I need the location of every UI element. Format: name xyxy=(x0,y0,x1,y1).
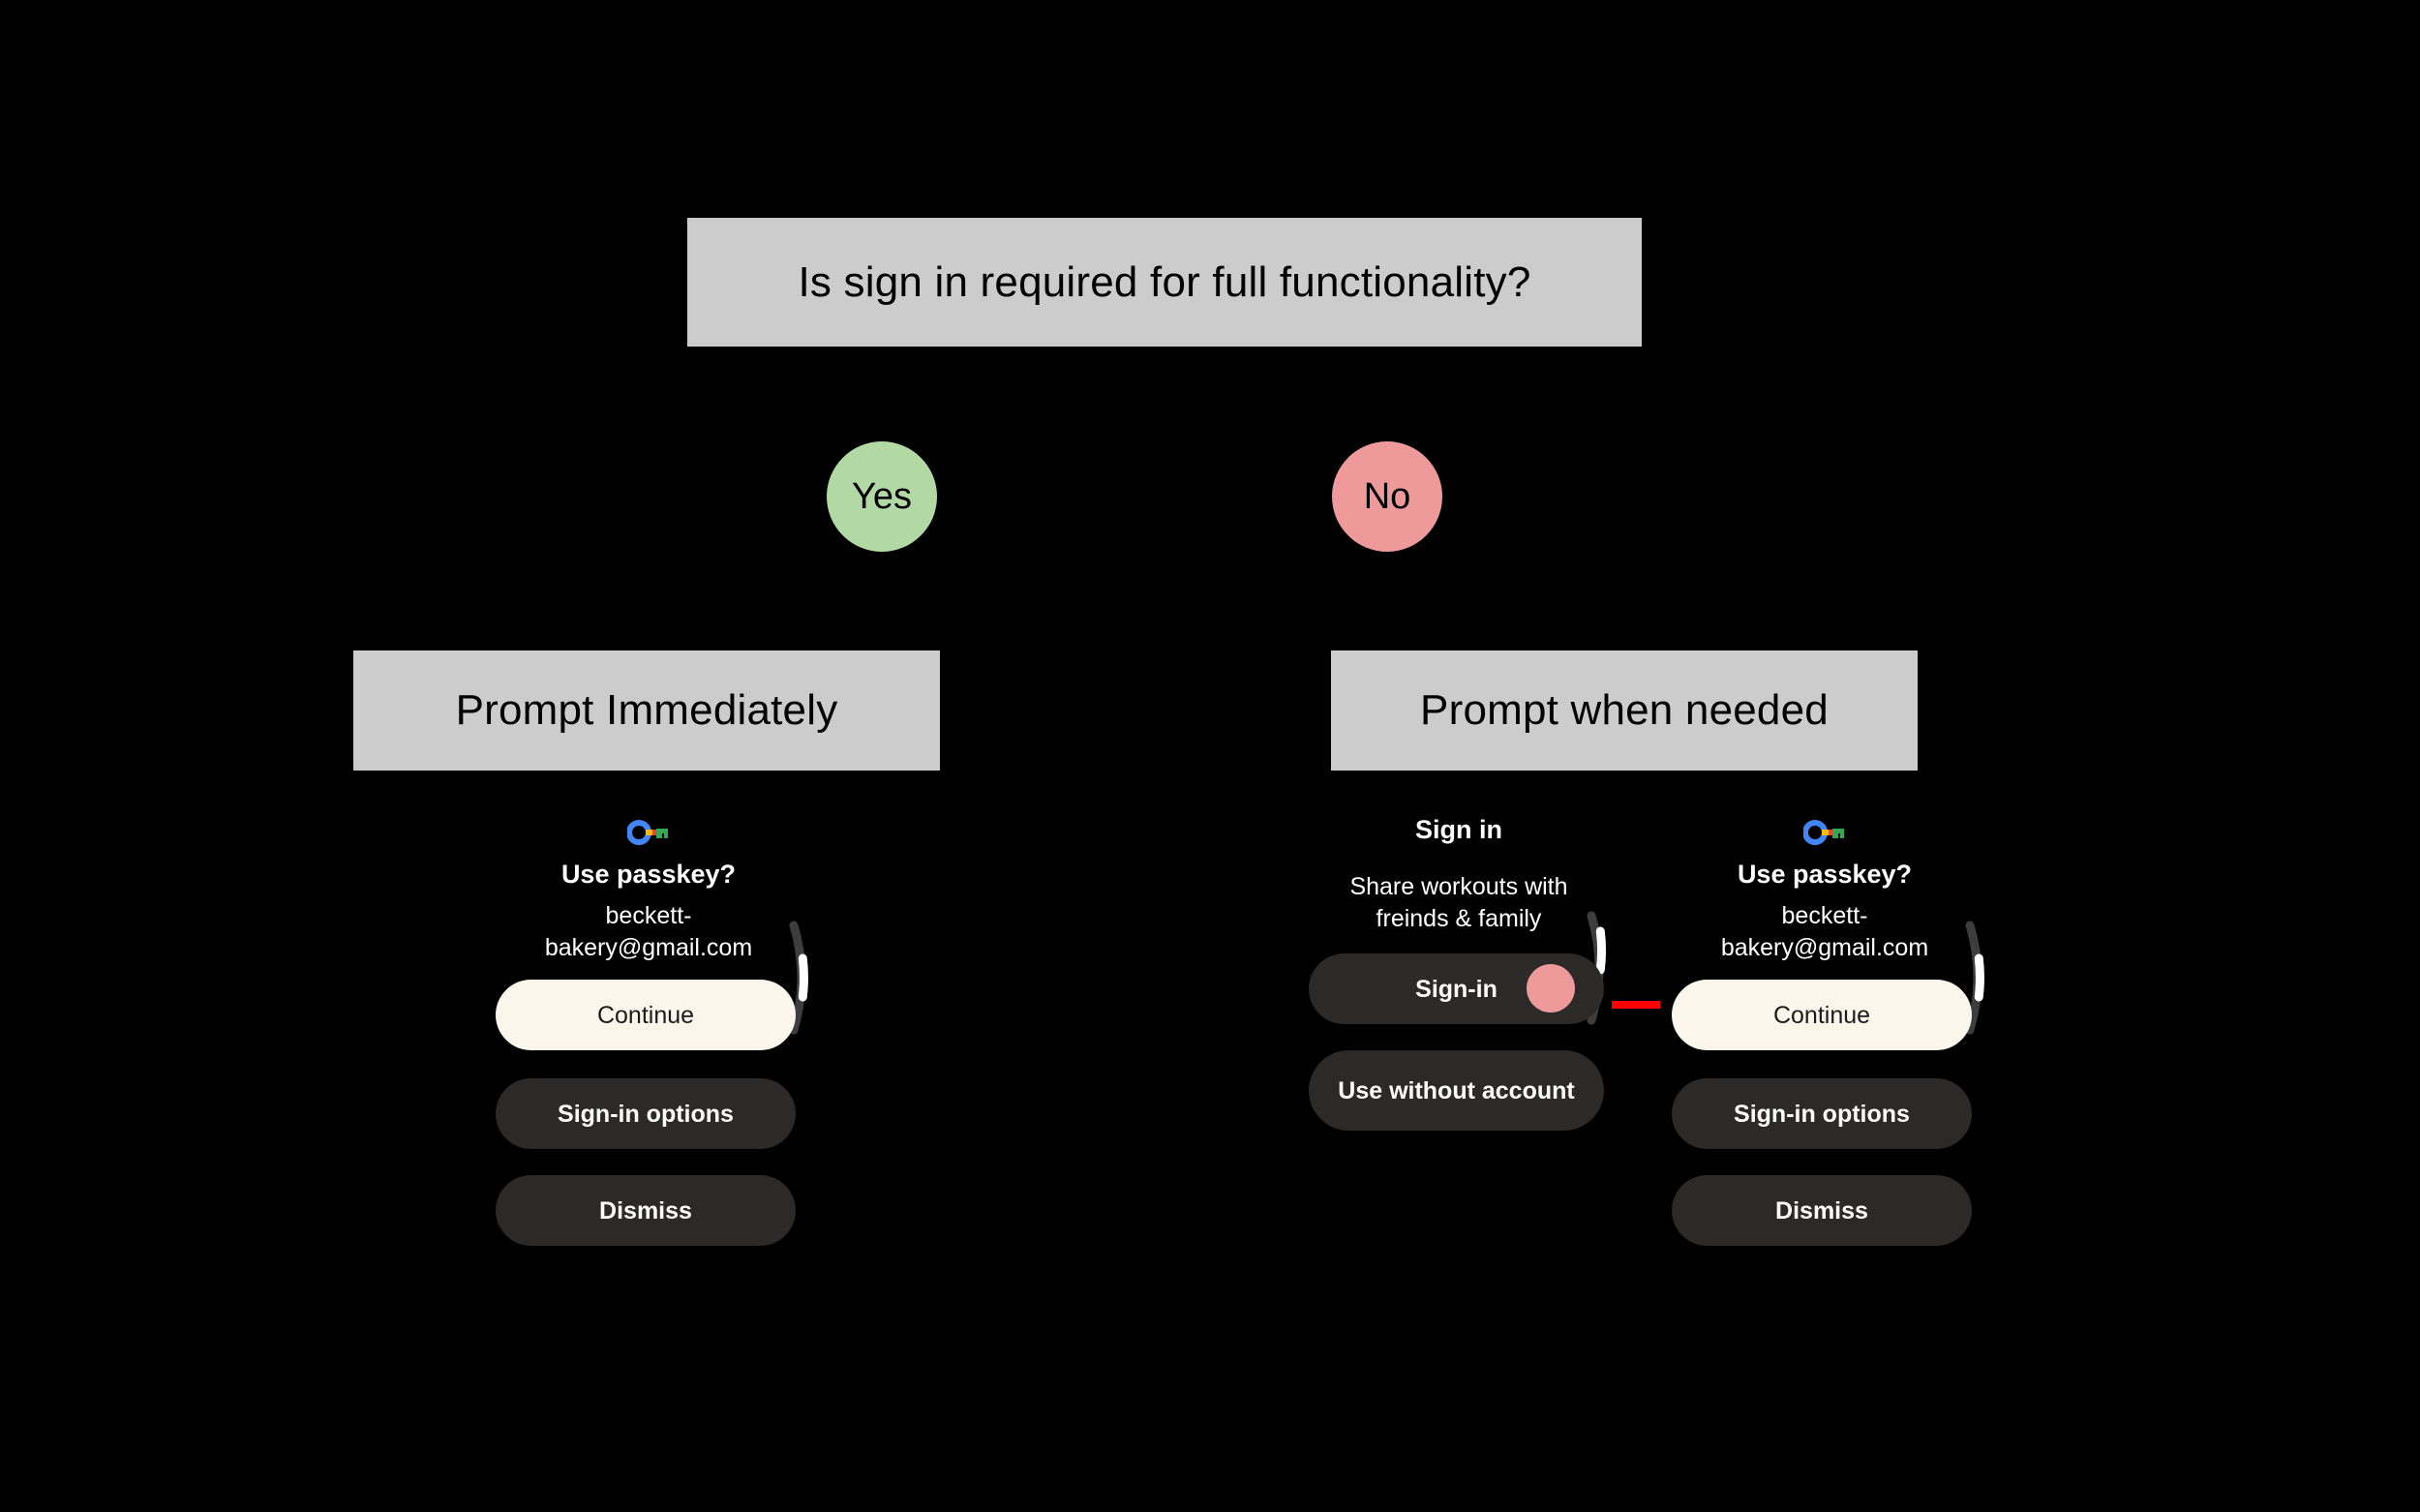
use-without-account-button-label: Use without account xyxy=(1338,1076,1575,1104)
dialog-left-subtitle-line1: beckett- xyxy=(605,902,692,929)
google-passkey-icon xyxy=(626,819,670,846)
dismiss-button[interactable]: Dismiss xyxy=(496,1175,796,1246)
touch-cursor-icon xyxy=(1527,964,1575,1013)
sign-in-button-label: Sign-in xyxy=(1415,975,1497,1003)
outcome-label-prompt-immediately: Prompt Immediately xyxy=(455,686,838,734)
dialog-signin-title: Sign in xyxy=(1415,815,1502,844)
dismiss-button[interactable]: Dismiss xyxy=(1672,1175,1972,1246)
dialog-right-subtitle: beckett- bakery@gmail.com xyxy=(1660,900,1989,963)
sign-in-options-button[interactable]: Sign-in options xyxy=(496,1078,796,1149)
scrollbar[interactable] xyxy=(1960,920,1993,1036)
continue-button-label: Continue xyxy=(1772,1001,1871,1029)
dialog-left-passkey: Use passkey? beckett- bakery@gmail.com C… xyxy=(484,803,813,1307)
use-without-account-button[interactable]: Use without account xyxy=(1309,1050,1604,1131)
decision-circle-yes: Yes xyxy=(827,441,937,552)
dialog-right-title: Use passkey? xyxy=(1737,860,1913,889)
dialog-signin-subtitle-line1: Share workouts with xyxy=(1349,873,1568,900)
continue-button[interactable]: Continue xyxy=(496,980,796,1050)
dialog-signin: Sign in Share workouts with freinds & fa… xyxy=(1309,803,1609,1307)
continue-button-label: Continue xyxy=(596,1001,695,1029)
dialog-left-subtitle-line2: bakery@gmail.com xyxy=(544,933,753,961)
connector-yes-to-outcome xyxy=(880,552,883,650)
continue-button[interactable]: Continue xyxy=(1672,980,1972,1050)
connector-no-to-outcome xyxy=(1386,552,1389,650)
dialog-right-passkey: Use passkey? beckett- bakery@gmail.com C… xyxy=(1660,803,1989,1307)
dismiss-button-label: Dismiss xyxy=(1775,1196,1868,1225)
outcome-label-prompt-when-needed: Prompt when needed xyxy=(1420,686,1829,734)
google-passkey-icon xyxy=(1802,819,1846,846)
dialog-signin-subtitle-line2: freinds & family xyxy=(1376,904,1542,932)
dialog-right-subtitle-line1: beckett- xyxy=(1781,902,1868,929)
sign-in-options-button-label: Sign-in options xyxy=(1734,1100,1910,1128)
dialog-signin-subtitle: Share workouts with freinds & family xyxy=(1309,871,1609,934)
scrollbar[interactable] xyxy=(784,920,817,1036)
decision-label-yes: Yes xyxy=(852,475,912,517)
connector-question-to-no xyxy=(1386,347,1389,441)
dialog-left-subtitle: beckett- bakery@gmail.com xyxy=(484,900,813,963)
decision-label-no: No xyxy=(1363,475,1411,517)
sign-in-options-button[interactable]: Sign-in options xyxy=(1672,1078,1972,1149)
connector-question-to-yes xyxy=(880,347,883,441)
sign-in-options-button-label: Sign-in options xyxy=(558,1100,734,1128)
outcome-box-prompt-when-needed: Prompt when needed xyxy=(1331,650,1918,771)
decision-circle-no: No xyxy=(1332,441,1442,552)
question-box: Is sign in required for full functionali… xyxy=(687,218,1642,347)
dialog-right-subtitle-line2: bakery@gmail.com xyxy=(1720,933,1929,961)
outcome-box-prompt-immediately: Prompt Immediately xyxy=(353,650,940,771)
dialog-left-title: Use passkey? xyxy=(560,860,737,889)
dismiss-button-label: Dismiss xyxy=(599,1196,692,1225)
question-box-label: Is sign in required for full functionali… xyxy=(798,257,1531,306)
